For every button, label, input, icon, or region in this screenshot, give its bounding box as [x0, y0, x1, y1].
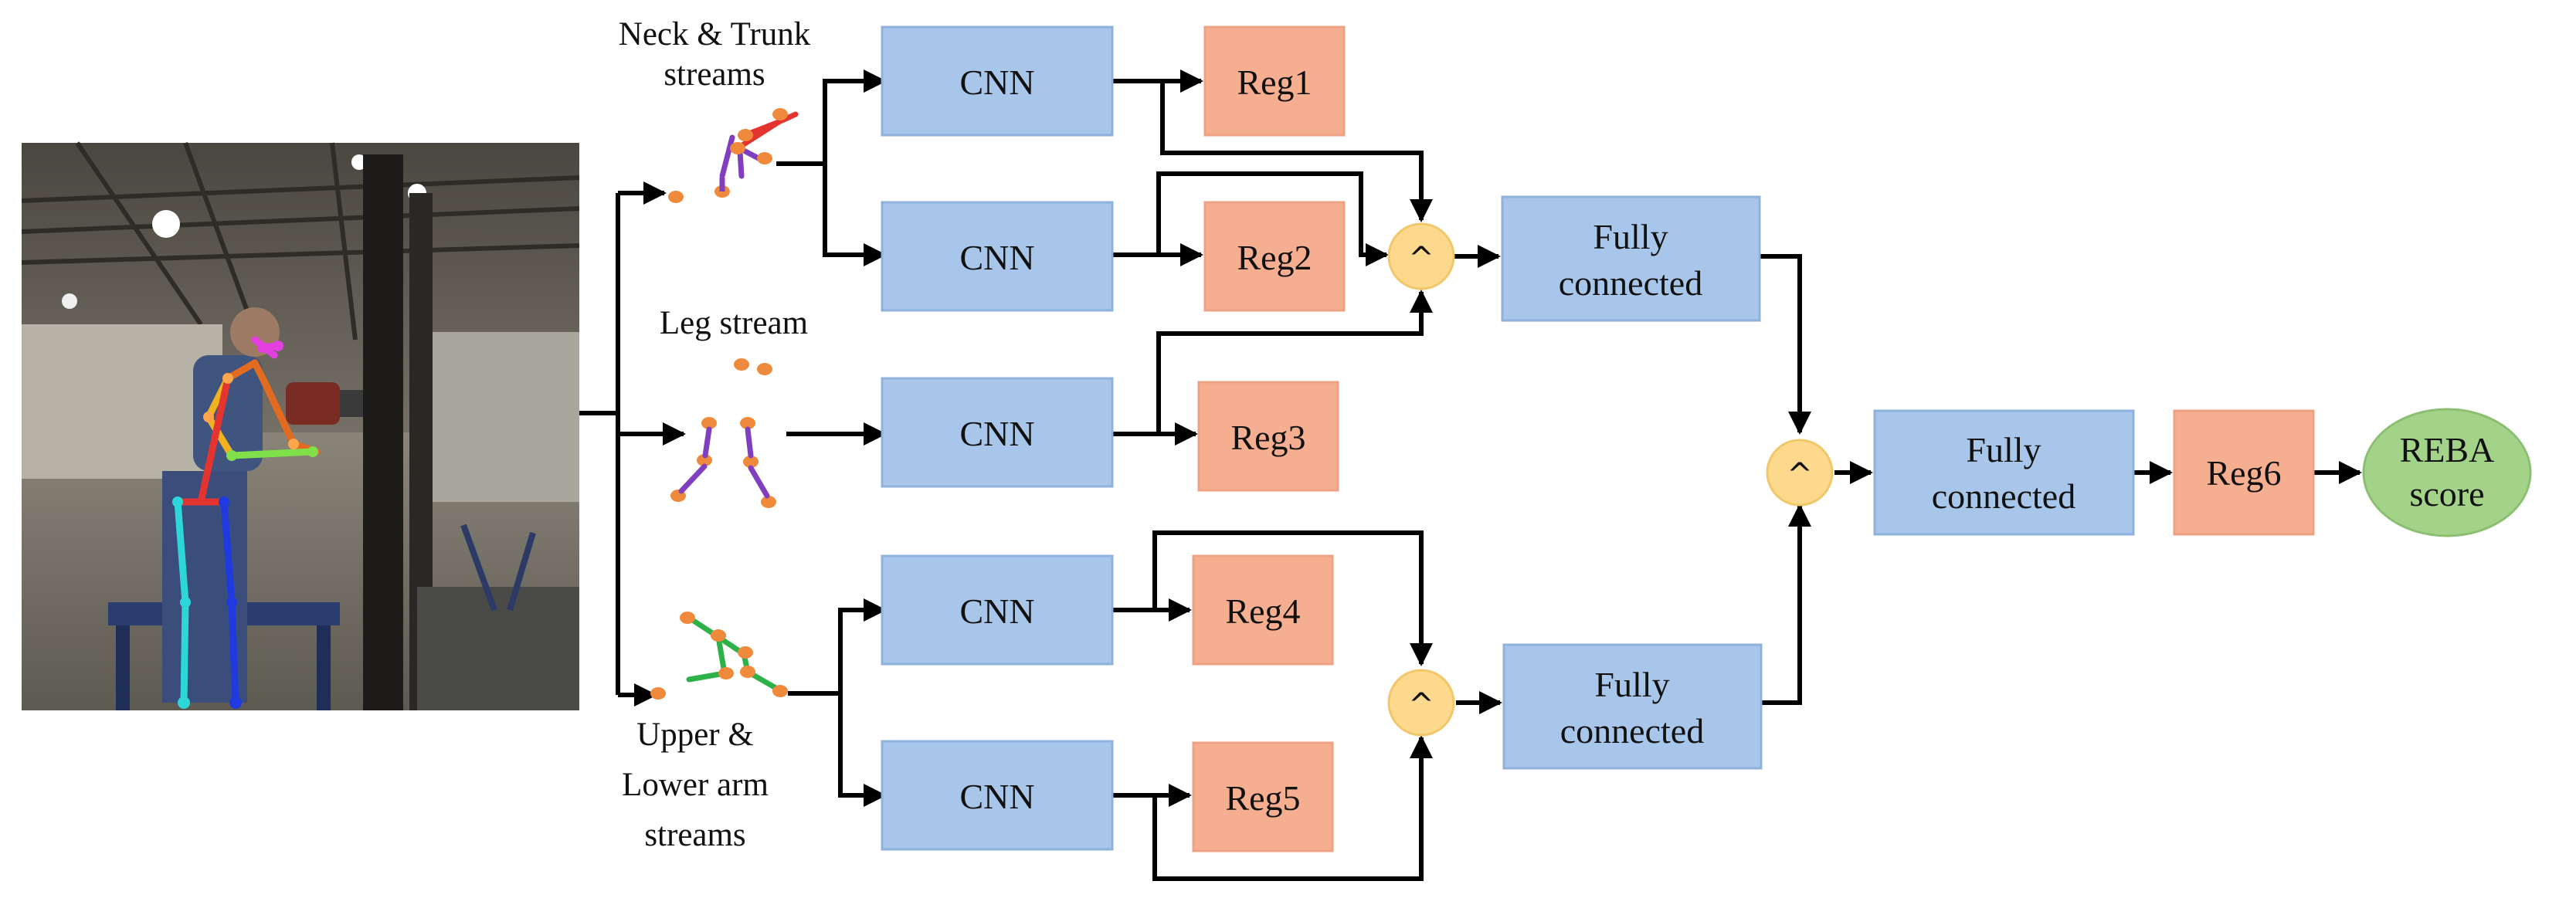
leg-skeleton-icon	[670, 358, 776, 508]
stream-label-arm-1: Upper &	[636, 717, 754, 753]
output-label-line-2: score	[2409, 474, 2484, 513]
reg-block-1: Reg1	[1203, 25, 1346, 137]
reg-block-6: Reg6	[2173, 409, 2315, 536]
fully-connected-block-1: Fully connected	[1501, 195, 1761, 322]
fc2-label-line-1: Fully	[1594, 665, 1669, 704]
reg-block-3: Reg3	[1197, 381, 1339, 492]
concat-symbol-3: ^	[1787, 457, 1813, 493]
neck-trunk-skeleton-icon	[668, 108, 799, 203]
concat-node-3: ^	[1766, 439, 1834, 507]
cnn-block-4: CNN	[881, 554, 1114, 666]
reg-label-4: Reg4	[1225, 591, 1300, 631]
output-label-line-1: REBA	[2400, 430, 2495, 469]
stream-label-arm-2: Lower arm	[622, 767, 769, 803]
stream-label-leg: Leg stream	[660, 305, 808, 341]
cnn-label-1: CNN	[959, 63, 1034, 102]
fc3-label-line-1: Fully	[1966, 430, 2041, 469]
concat-node-2: ^	[1387, 669, 1455, 737]
concat-symbol-2: ^	[1408, 687, 1434, 723]
input-photo	[21, 141, 580, 710]
cnn-label-4: CNN	[959, 591, 1034, 631]
reg-label-1: Reg1	[1237, 63, 1312, 102]
reg-block-5: Reg5	[1192, 741, 1334, 852]
arm-skeleton-icon	[650, 612, 788, 700]
stream-label-arm-3: streams	[644, 817, 745, 853]
concat-symbol-1: ^	[1408, 241, 1434, 276]
reg-block-2: Reg2	[1203, 201, 1346, 312]
reg-label-2: Reg2	[1237, 238, 1312, 277]
stream-label-neck-trunk-2: streams	[664, 56, 765, 93]
fc1-label-line-1: Fully	[1593, 217, 1668, 256]
reg-label-6: Reg6	[2206, 453, 2281, 493]
fully-connected-block-2: Fully connected	[1502, 643, 1763, 770]
stream-label-neck-trunk-1: Neck & Trunk	[619, 16, 811, 53]
cnn-block-1: CNN	[881, 25, 1114, 137]
cnn-label-2: CNN	[959, 238, 1034, 277]
fc1-label-line-2: connected	[1559, 263, 1702, 303]
reba-score-output: REBA score	[2362, 408, 2532, 537]
input-branch-lines	[579, 181, 686, 707]
cnn-block-3: CNN	[881, 377, 1114, 488]
fc3-label-line-2: connected	[1932, 476, 2075, 516]
reg-block-4: Reg4	[1192, 554, 1334, 666]
connectors	[776, 69, 2362, 881]
cnn-label-3: CNN	[959, 414, 1034, 453]
fc2-label-line-2: connected	[1560, 711, 1704, 751]
reg-label-3: Reg3	[1230, 418, 1305, 457]
cnn-label-5: CNN	[959, 777, 1034, 816]
reg-label-5: Reg5	[1225, 778, 1300, 818]
cnn-block-5: CNN	[881, 740, 1114, 851]
fully-connected-block-3: Fully connected	[1873, 409, 2135, 536]
concat-node-1: ^	[1387, 222, 1455, 290]
cnn-block-2: CNN	[881, 201, 1114, 312]
